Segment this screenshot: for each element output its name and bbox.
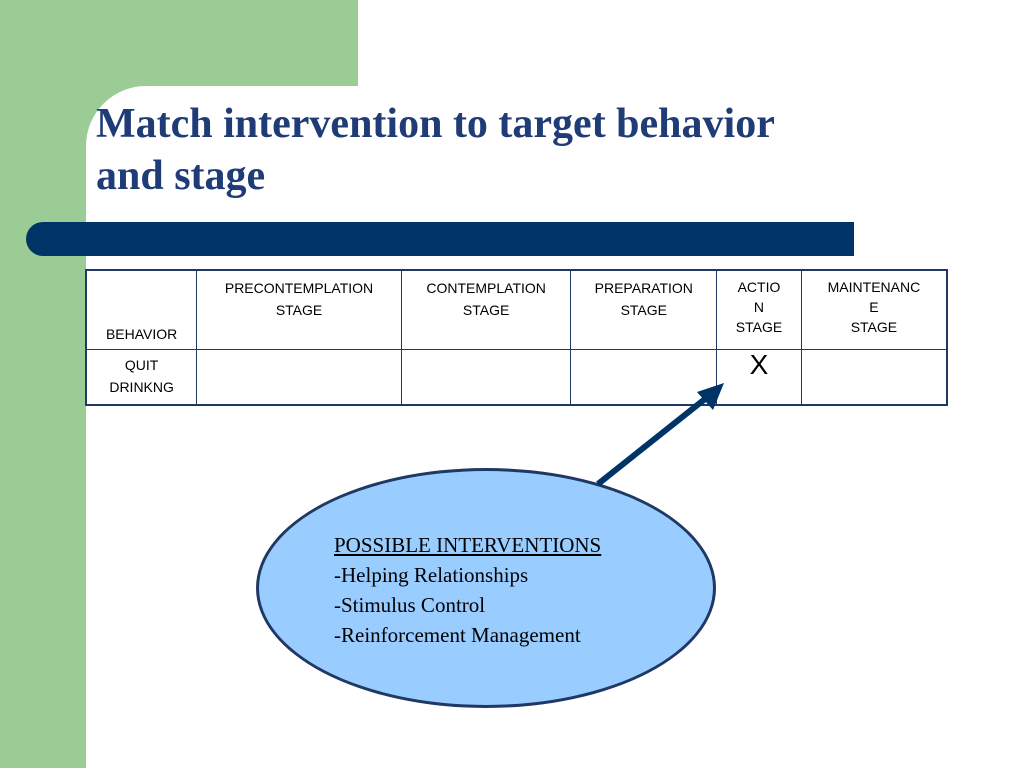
stage-header-maintenance: MAINTENANC E STAGE — [800, 269, 948, 350]
green-top-block — [0, 0, 358, 86]
stage-name: ACTIO N — [737, 279, 781, 315]
cell-action-mark: X — [716, 349, 802, 406]
cell-maintenance — [800, 349, 948, 406]
table-row: QUIT DRINKNG X — [85, 349, 948, 406]
stage-suffix: STAGE — [620, 302, 667, 318]
stage-suffix: STAGE — [462, 302, 510, 318]
interventions-heading: POSSIBLE INTERVENTIONS — [334, 533, 602, 557]
green-side-band — [0, 0, 86, 768]
cell-contemplation — [400, 349, 572, 406]
stage-suffix: STAGE — [735, 319, 783, 335]
stage-name: PRECONTEMPLATION — [224, 280, 374, 296]
interventions-ellipse — [256, 468, 716, 708]
table-header-row: BEHAVIOR PRECONTEMPLATION STAGE CONTEMPL… — [85, 269, 948, 350]
stage-suffix: STAGE — [275, 302, 323, 318]
title-line-1: Match intervention to target behavior — [96, 101, 775, 147]
stage-header-preparation: PREPARATION STAGE — [570, 269, 718, 350]
stage-name: MAINTENANC E — [827, 279, 921, 315]
slide-title: Match intervention to target behavior an… — [96, 98, 976, 202]
behavior-cell: QUIT DRINKNG — [85, 349, 198, 406]
stage-name: CONTEMPLATION — [426, 280, 546, 296]
behavior-header: BEHAVIOR — [85, 269, 198, 350]
stage-name: PREPARATION — [594, 280, 693, 296]
title-line-2: and stage — [96, 153, 266, 199]
stage-header-action: ACTIO N STAGE — [716, 269, 802, 350]
intervention-item: -Helping Relationships — [334, 563, 529, 587]
stage-suffix: STAGE — [850, 319, 898, 335]
stage-header-contemplation: CONTEMPLATION STAGE — [400, 269, 572, 350]
intervention-item: -Reinforcement Management — [334, 623, 581, 647]
stage-header-precontemplation: PRECONTEMPLATION STAGE — [196, 269, 402, 350]
cell-preparation — [570, 349, 718, 406]
arrow-shaft — [596, 392, 712, 487]
interventions-list: POSSIBLE INTERVENTIONS -Helping Relation… — [334, 530, 601, 650]
intervention-item: -Stimulus Control — [334, 593, 486, 617]
stage-table: BEHAVIOR PRECONTEMPLATION STAGE CONTEMPL… — [85, 269, 948, 406]
cell-precontemplation — [196, 349, 402, 406]
title-underline-bar — [26, 222, 854, 256]
